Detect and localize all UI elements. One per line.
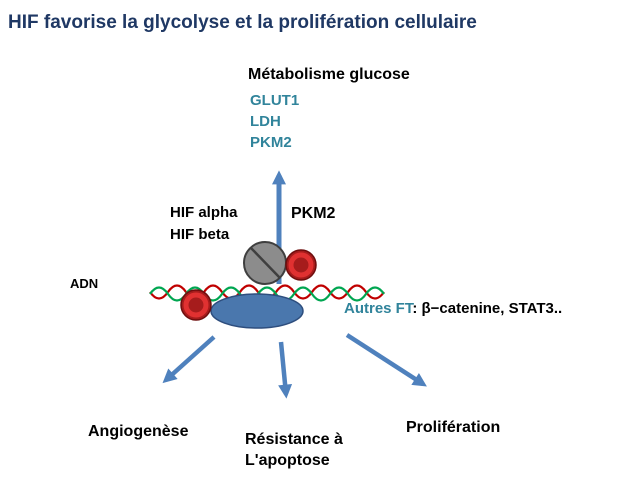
- apoptosis-arrow: [278, 341, 293, 399]
- hif-gray-circle: [243, 241, 287, 285]
- angiogenesis-arrow: [162, 335, 216, 384]
- red-protein-top: [285, 249, 317, 281]
- proliferation-label: Prolifération: [406, 419, 501, 436]
- hif-complex-ellipse: [210, 293, 304, 329]
- red-protein-left: [180, 289, 212, 321]
- proliferation-arrow: [345, 333, 427, 387]
- pkm2-label: PKM2: [291, 205, 336, 222]
- adn-label: ADN: [70, 276, 99, 291]
- hif-labels: HIF alpha HIF beta: [170, 202, 238, 246]
- resistance-line1: Résistance à: [245, 431, 343, 448]
- hif-beta-label: HIF beta: [170, 226, 230, 243]
- hif-alpha-label: HIF alpha: [170, 204, 238, 221]
- gene-glut1: GLUT1: [250, 92, 300, 109]
- angiogenesis-label: Angiogenèse: [88, 423, 189, 440]
- autres-ft-blue-text: Autres FT: [344, 300, 413, 317]
- apoptosis-resistance-label: Résistance à L'apoptose: [245, 429, 343, 471]
- metabolism-heading: Métabolisme glucose: [248, 66, 410, 83]
- diagram-title: HIF favorise la glycolyse et la prolifér…: [8, 12, 477, 33]
- autres-ft-black-text: : β−catenine, STAT3..: [412, 300, 563, 317]
- gene-ldh: LDH: [250, 113, 281, 130]
- autres-ft-label: Autres FT: β−catenine, STAT3..: [344, 300, 562, 317]
- gene-pkm2: PKM2: [250, 134, 292, 151]
- gene-list: GLUT1 LDH PKM2: [250, 90, 299, 153]
- resistance-line2: L'apoptose: [245, 452, 330, 469]
